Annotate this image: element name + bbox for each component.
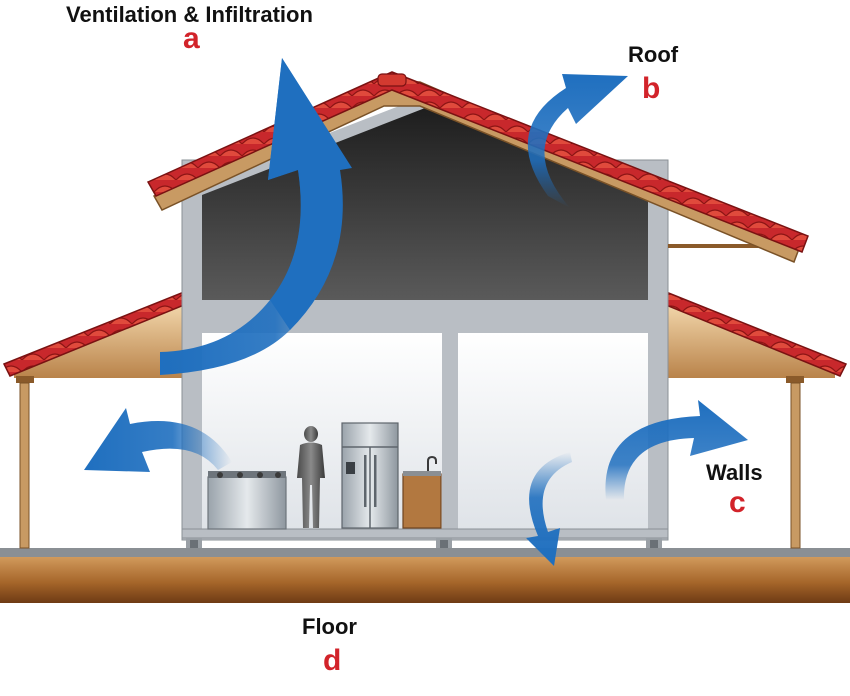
label-ventilation-letter: a: [183, 22, 200, 55]
label-floor-letter: d: [323, 644, 342, 677]
label-walls-title: Walls: [706, 460, 763, 485]
label-roof-letter: b: [642, 72, 661, 105]
label-roof-title: Roof: [628, 42, 679, 67]
wall-heat-arrow-icon: [605, 400, 748, 500]
label-floor-title: Floor: [302, 614, 357, 639]
label-ventilation-title: Ventilation & Infiltration: [66, 2, 313, 27]
floor-heat-arrow-icon: [526, 452, 572, 566]
right-porch-roof: [665, 290, 848, 549]
floor-slab: [181, 528, 669, 539]
sink-cabinet-icon: [402, 455, 442, 529]
ground: [0, 548, 850, 603]
ventilation-left-arrow-icon: [84, 408, 232, 472]
ventilation-arrow-icon: [160, 58, 352, 375]
roof-heat-arrow-icon: [527, 74, 628, 208]
person-icon: [297, 426, 325, 528]
stove-icon: [207, 471, 287, 530]
label-walls-letter: c: [729, 486, 746, 519]
left-porch-roof: [2, 290, 185, 549]
refrigerator-icon: [341, 422, 399, 529]
